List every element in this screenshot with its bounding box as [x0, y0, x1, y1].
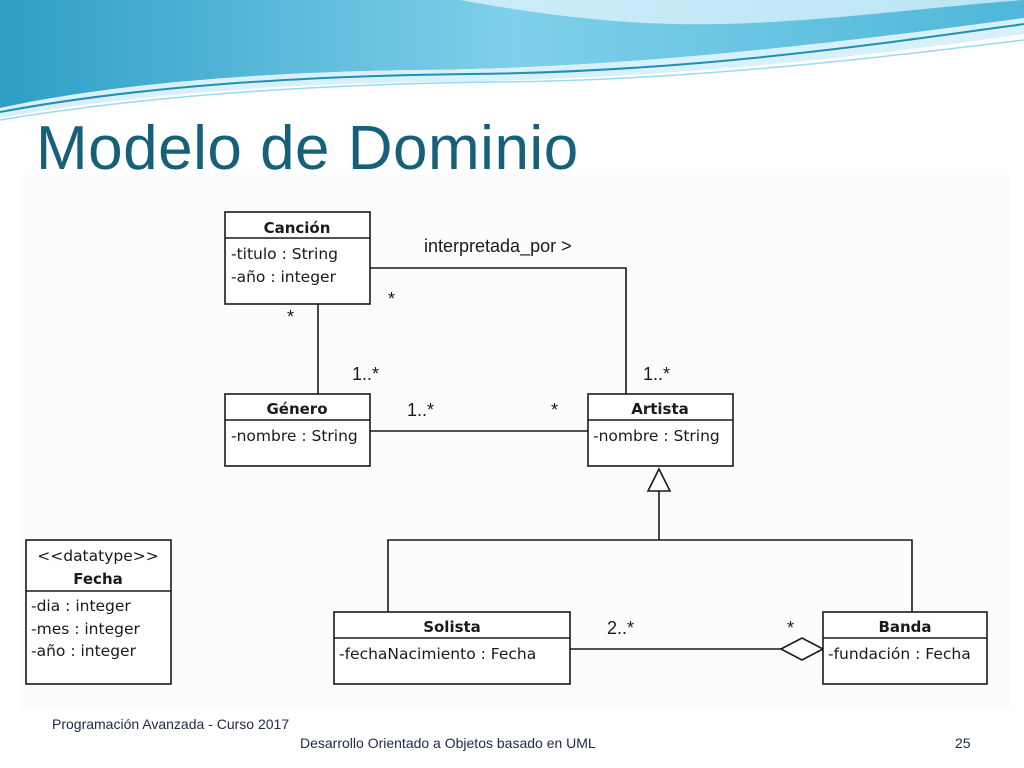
multiplicity-label: * [287, 307, 294, 327]
multiplicity-label: 2..* [607, 618, 634, 638]
footer-course: Programación Avanzada - Curso 2017 [52, 716, 290, 732]
multiplicity-label: 1..* [407, 400, 434, 420]
class-solista: Solista -fechaNacimiento : Fecha [333, 611, 571, 685]
class-attribute: -nombre : String [593, 427, 720, 445]
class-attribute: -fechaNacimiento : Fecha [339, 645, 536, 663]
multiplicity-label: * [787, 618, 794, 638]
class-stereotype: <<datatype>> [37, 547, 159, 565]
aggregation-diamond [779, 637, 825, 661]
class-genero: Género -nombre : String [224, 393, 371, 467]
class-name: Fecha [73, 570, 123, 588]
class-name: Canción [264, 219, 331, 237]
class-attribute: -nombre : String [231, 427, 358, 445]
multiplicity-label: 1..* [352, 364, 379, 384]
class-banda: Banda -fundación : Fecha [822, 611, 988, 685]
class-name: Banda [878, 618, 931, 636]
multiplicity-label: 1..* [643, 364, 670, 384]
class-fecha: <<datatype>> Fecha -dia : integer -mes :… [25, 539, 172, 685]
generalization-branches [387, 539, 913, 612]
assoc-line-interpretada-por [370, 267, 627, 394]
class-name: Solista [423, 618, 481, 636]
class-attribute: -dia : integer [31, 597, 131, 615]
header-wave-decoration [0, 0, 1024, 121]
footer-page-number: 25 [955, 735, 971, 751]
class-name: Artista [631, 400, 689, 418]
class-attribute: -año : integer [31, 642, 137, 660]
association-label: interpretada_por > [424, 236, 572, 257]
generalization-arrowhead [646, 467, 672, 492]
class-cancion: Canción -titulo : String -año : integer [224, 211, 371, 305]
class-attribute: -titulo : String [231, 245, 338, 263]
class-name: Género [266, 400, 327, 418]
class-attribute: -fundación : Fecha [828, 645, 971, 663]
footer-subject: Desarrollo Orientado a Objetos basado en… [300, 735, 596, 751]
class-attribute: -mes : integer [31, 620, 140, 638]
class-artista: Artista -nombre : String [587, 393, 734, 467]
slide-title: Modelo de Dominio [36, 114, 579, 183]
multiplicity-label: * [388, 289, 395, 309]
class-attribute: -año : integer [231, 268, 337, 286]
multiplicity-label: * [551, 400, 558, 420]
